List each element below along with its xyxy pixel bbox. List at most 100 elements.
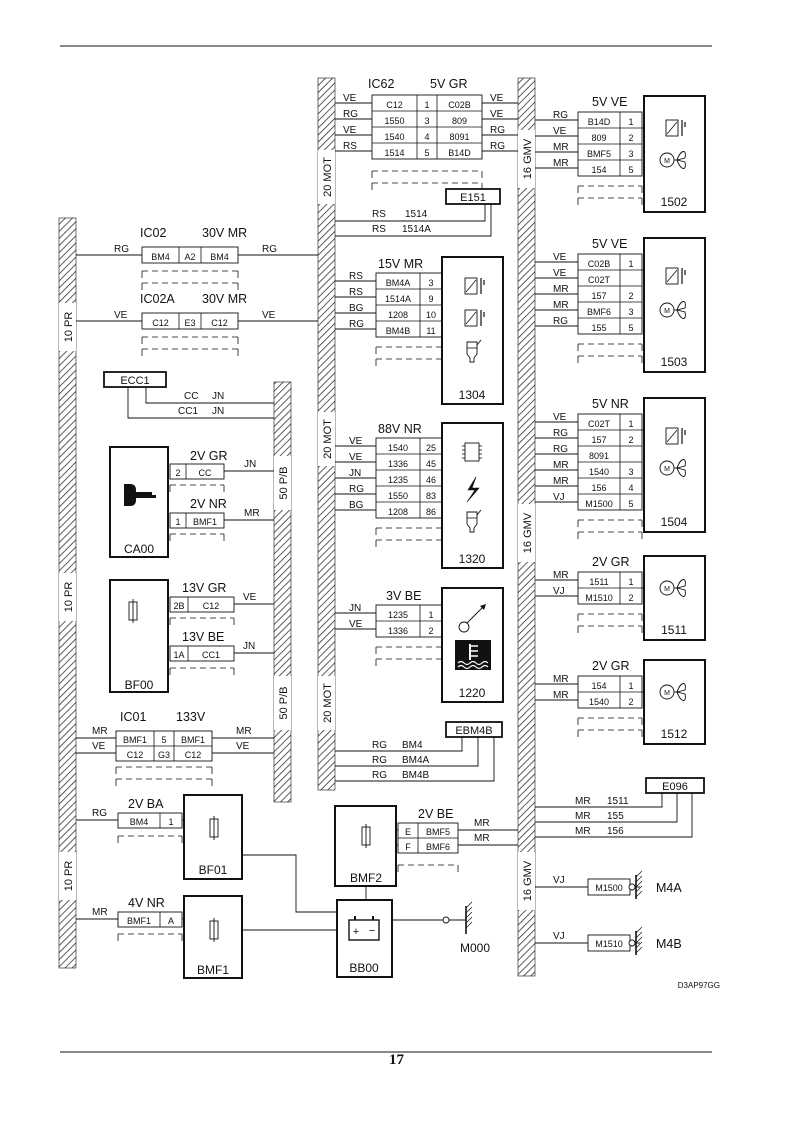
connector-spec: 5V VE bbox=[592, 95, 627, 109]
bundle-label: 10 PR bbox=[63, 312, 75, 343]
wire-colour: CC bbox=[184, 391, 198, 402]
connector-ecc1 bbox=[103, 371, 167, 388]
component-1512 bbox=[643, 659, 706, 745]
cell-text: 1550 bbox=[388, 491, 408, 501]
cell-text: C12 bbox=[386, 100, 403, 110]
battery-plus: + bbox=[353, 926, 359, 938]
bundle-label: 20 MOT bbox=[322, 419, 334, 459]
connector-bmf1 bbox=[117, 911, 183, 928]
component-label: BMF1 bbox=[197, 963, 229, 977]
wire-colour: VJ bbox=[553, 875, 565, 886]
cell-text: 9 bbox=[428, 294, 433, 304]
cell-text: BMF6 bbox=[426, 842, 450, 852]
cell-text: 1511 bbox=[589, 577, 608, 587]
cell-text: 5 bbox=[628, 499, 633, 509]
connector-spec: 13V GR bbox=[182, 581, 226, 595]
connector-spec: 30V MR bbox=[202, 292, 247, 306]
component-bf00 bbox=[109, 579, 169, 693]
cell-text: CC1 bbox=[202, 650, 220, 660]
cell-text: 1A bbox=[173, 650, 184, 660]
solenoid-diag bbox=[666, 429, 678, 443]
cell-text: 25 bbox=[426, 443, 436, 453]
connector-bf00-1 bbox=[169, 596, 235, 613]
page-number: 17 bbox=[389, 1052, 404, 1068]
component-label: BF00 bbox=[125, 678, 154, 692]
wire-number: 156 bbox=[607, 826, 624, 837]
wire-colour: BG bbox=[349, 500, 364, 511]
connector-e151 bbox=[445, 188, 501, 205]
cell-text: 86 bbox=[426, 507, 436, 517]
wire-colour: RG bbox=[262, 244, 277, 255]
connector-spec: 5V GR bbox=[430, 77, 468, 91]
wire-colour: VE bbox=[349, 452, 363, 463]
wire-colour: RG bbox=[553, 428, 568, 439]
wire-colour: VJ bbox=[553, 586, 565, 597]
diagram-reference: D3AP97GG bbox=[678, 981, 720, 990]
wire-colour: MR bbox=[236, 726, 252, 737]
wire-colour: VE bbox=[490, 93, 504, 104]
cell-text: 2 bbox=[628, 435, 633, 445]
cell-text: 1 bbox=[175, 517, 180, 527]
wire-ecc1 bbox=[127, 387, 274, 419]
component-label: 1511 bbox=[661, 623, 687, 637]
cell-text: 5 bbox=[628, 165, 633, 175]
cell-text: BMF5 bbox=[426, 827, 450, 837]
ground-hatch bbox=[465, 921, 473, 929]
wire-colour: RS bbox=[372, 209, 386, 220]
wire-ebm4b bbox=[335, 737, 463, 752]
fan-blade-icon bbox=[676, 151, 686, 169]
ground-hatch bbox=[465, 916, 473, 924]
wire-colour: MR bbox=[553, 284, 569, 295]
motor-glyph: M bbox=[664, 690, 670, 697]
component-label: 1320 bbox=[459, 552, 486, 566]
wire-colour: VE bbox=[243, 592, 257, 603]
connector-spec: 2V NR bbox=[190, 497, 227, 511]
cell-text: 1540 bbox=[384, 132, 404, 142]
ground-hatch bbox=[635, 941, 643, 949]
wire-colour: VE bbox=[553, 268, 567, 279]
cell-text: BM4 bbox=[210, 252, 229, 262]
wire-colour: JN bbox=[349, 468, 361, 479]
cell-text: A2 bbox=[184, 252, 195, 262]
cell-text: C12 bbox=[152, 318, 169, 328]
connector-spec: 30V MR bbox=[202, 226, 247, 240]
cell-text: BMF1 bbox=[181, 735, 205, 745]
ground-hatch bbox=[465, 901, 473, 909]
cell-text: 1208 bbox=[388, 507, 408, 517]
cell-text: 2 bbox=[175, 468, 180, 478]
ground-hatch bbox=[635, 880, 643, 888]
wire-colour: VE bbox=[262, 310, 276, 321]
ground-hatch bbox=[635, 926, 643, 934]
bundle-label: 16 GMV bbox=[522, 860, 534, 901]
connector-spec: 88V NR bbox=[378, 422, 422, 436]
cell-text: 1 bbox=[168, 817, 173, 827]
wire-colour: RG bbox=[92, 808, 107, 819]
connector-title: IC01 bbox=[120, 710, 146, 724]
cell-text: 2 bbox=[428, 626, 433, 636]
component-label: BMF2 bbox=[350, 871, 382, 885]
cell-text: BMF1 bbox=[127, 916, 151, 926]
connector-label: EBM4B bbox=[455, 725, 492, 737]
bundle-label: 50 P/B bbox=[278, 686, 290, 719]
bundle-label: 20 MOT bbox=[322, 157, 334, 197]
connector-spec: 15V MR bbox=[378, 257, 423, 271]
component-label: BB00 bbox=[349, 961, 379, 975]
wire-colour: MR bbox=[553, 158, 569, 169]
fan-blade-icon bbox=[676, 459, 686, 477]
cell-text: CC bbox=[199, 468, 212, 478]
wire-colour: MR bbox=[92, 726, 108, 737]
cell-text: 1 bbox=[428, 610, 433, 620]
ground-hatch bbox=[635, 870, 643, 878]
wire-colour: VE bbox=[92, 741, 106, 752]
cell-text: BM4A bbox=[386, 278, 411, 288]
coolant-wave bbox=[457, 660, 489, 666]
wire-colour: RG bbox=[343, 109, 358, 120]
cell-text: 1336 bbox=[388, 626, 408, 636]
wire-colour: RS bbox=[349, 287, 363, 298]
component-1511 bbox=[643, 555, 706, 641]
cell-text: M1510 bbox=[585, 593, 613, 603]
wire-colour: MR bbox=[474, 818, 490, 829]
wire-colour: MR bbox=[553, 460, 569, 471]
cell-text: 3 bbox=[628, 149, 633, 159]
cell-text: M1500 bbox=[595, 883, 623, 893]
